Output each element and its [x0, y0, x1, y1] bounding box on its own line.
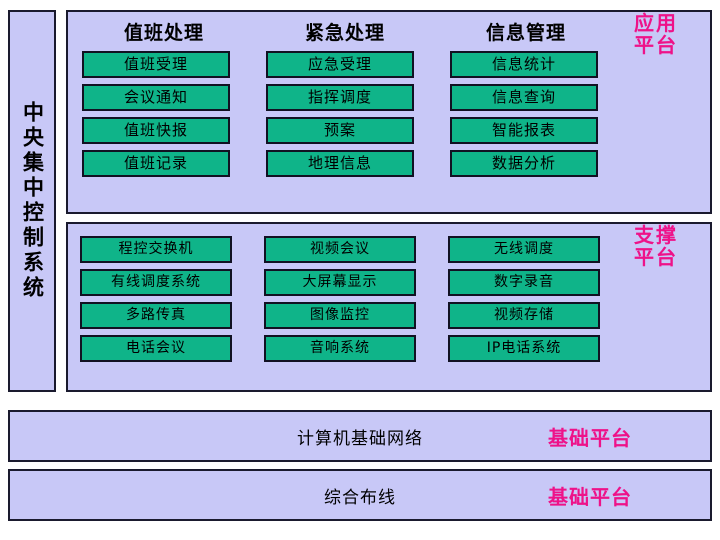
- bar-label-cabling: 综合布线: [324, 487, 396, 508]
- chip-contingency-plan[interactable]: 预案: [266, 117, 414, 144]
- column-emergency-handling: 紧急处理 应急受理 指挥调度 预案 地理信息: [246, 12, 424, 183]
- column-switching-systems: 程控交换机 有线调度系统 多路传真 电话会议: [68, 224, 246, 368]
- column-information-management: 信息管理 信息统计 信息查询 智能报表 数据分析: [424, 12, 602, 183]
- chip-intelligent-report[interactable]: 智能报表: [450, 117, 598, 144]
- support-platform-panel: 程控交换机 有线调度系统 多路传真 电话会议 视频会议 大屏幕显示 图像监控 音…: [66, 222, 712, 392]
- column-header-information-management: 信息管理: [485, 22, 566, 44]
- chip-information-statistics[interactable]: 信息统计: [450, 51, 598, 78]
- support-platform-columns: 程控交换机 有线调度系统 多路传真 电话会议 视频会议 大屏幕显示 图像监控 音…: [68, 224, 710, 390]
- bar-tag-cabling: 基础平台: [548, 484, 632, 509]
- chip-duty-bulletin[interactable]: 值班快报: [82, 117, 230, 144]
- chip-wireless-dispatch[interactable]: 无线调度: [448, 236, 600, 263]
- column-duty-handling: 值班处理 值班受理 会议通知 值班快报 值班记录: [68, 12, 246, 183]
- central-control-system-spine: 中央集中控制系统: [8, 10, 56, 392]
- bar-label-network: 计算机基础网络: [297, 428, 423, 449]
- infrastructure-bar-cabling: 综合布线 基础平台: [8, 469, 712, 521]
- chip-duty-record[interactable]: 值班记录: [82, 150, 230, 177]
- chip-video-conference[interactable]: 视频会议: [264, 236, 416, 263]
- chip-wired-dispatch-system[interactable]: 有线调度系统: [80, 269, 232, 296]
- column-header-emergency-handling: 紧急处理: [304, 22, 385, 44]
- chip-image-surveillance[interactable]: 图像监控: [264, 302, 416, 329]
- chip-digital-recording[interactable]: 数字录音: [448, 269, 600, 296]
- chip-multichannel-fax[interactable]: 多路传真: [80, 302, 232, 329]
- column-header-duty-handling: 值班处理: [123, 22, 204, 44]
- top-region: 中央集中控制系统 值班处理 值班受理 会议通知 值班快报 值班记录 紧急处理 应…: [8, 10, 712, 392]
- column-recording-systems: 无线调度 数字录音 视频存储 IP电话系统: [424, 224, 602, 368]
- application-platform-tag: 应用 平台: [634, 11, 678, 58]
- chip-large-screen-display[interactable]: 大屏幕显示: [264, 269, 416, 296]
- chip-audio-system[interactable]: 音响系统: [264, 335, 416, 362]
- support-platform-tag: 支撑 平台: [634, 223, 678, 270]
- chip-command-dispatch[interactable]: 指挥调度: [266, 84, 414, 111]
- chip-duty-acceptance[interactable]: 值班受理: [82, 51, 230, 78]
- support-platform-tag-area: 支撑 平台: [602, 224, 710, 269]
- chip-data-analysis[interactable]: 数据分析: [450, 150, 598, 177]
- chip-telephone-conference[interactable]: 电话会议: [80, 335, 232, 362]
- chip-geographic-information[interactable]: 地理信息: [266, 150, 414, 177]
- chip-information-query[interactable]: 信息查询: [450, 84, 598, 111]
- chip-pbx-switch[interactable]: 程控交换机: [80, 236, 232, 263]
- bar-tag-network: 基础平台: [548, 425, 632, 450]
- spine-label: 中央集中控制系统: [20, 101, 45, 301]
- application-platform-panel: 值班处理 值班受理 会议通知 值班快报 值班记录 紧急处理 应急受理 指挥调度 …: [66, 10, 712, 214]
- column-audio-visual-systems: 视频会议 大屏幕显示 图像监控 音响系统: [246, 224, 424, 368]
- chip-meeting-notice[interactable]: 会议通知: [82, 84, 230, 111]
- application-platform-columns: 值班处理 值班受理 会议通知 值班快报 值班记录 紧急处理 应急受理 指挥调度 …: [68, 12, 710, 212]
- chip-video-storage[interactable]: 视频存储: [448, 302, 600, 329]
- chip-emergency-acceptance[interactable]: 应急受理: [266, 51, 414, 78]
- infrastructure-bar-network: 计算机基础网络 基础平台: [8, 410, 712, 462]
- application-platform-tag-area: 应用 平台: [602, 12, 710, 57]
- chip-ip-telephony-system[interactable]: IP电话系统: [448, 335, 600, 362]
